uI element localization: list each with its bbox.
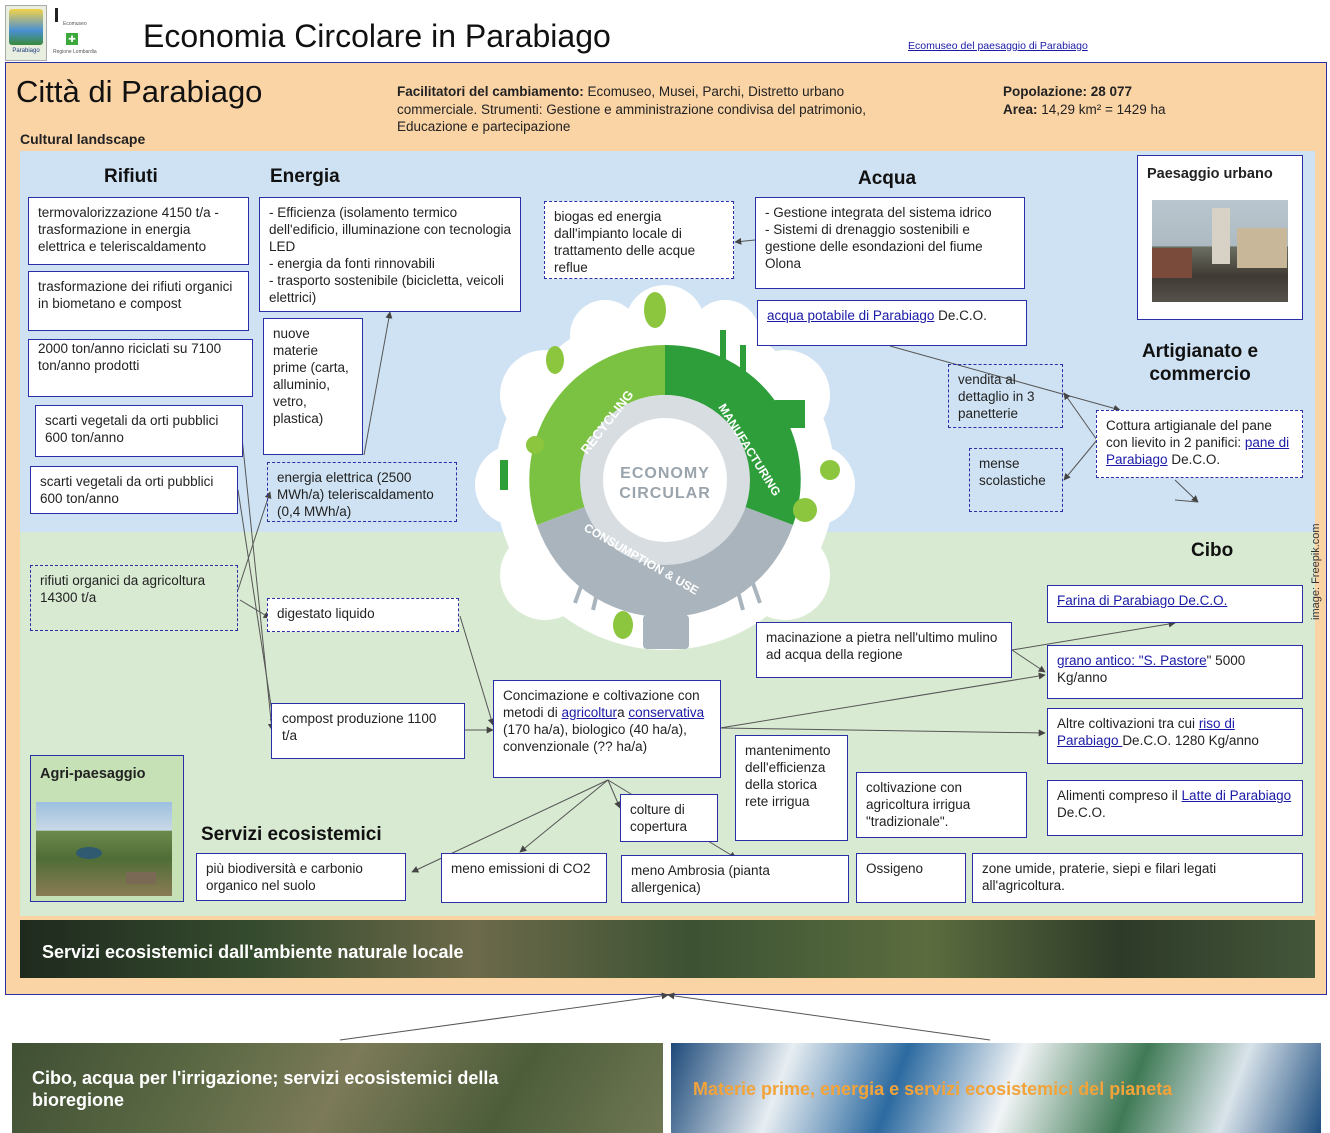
manufacturing-segment xyxy=(665,344,801,525)
agricoltura-link[interactable]: agricoltur xyxy=(561,705,618,720)
box-zone-umide: zone umide, praterie, siepi e filari leg… xyxy=(972,853,1303,903)
section-servizi: Servizi ecosistemici xyxy=(201,824,382,845)
banner-bioregione: Cibo, acqua per l'irrigazione; servizi e… xyxy=(12,1043,663,1133)
box-grano-antico: grano antico: "S. Pastore" 5000 Kg/anno xyxy=(1047,645,1303,699)
box-altre-coltivazioni: Altre coltivazioni tra cui riso di Parab… xyxy=(1047,708,1303,764)
box-biogas: biogas ed energia dall'impianto locale d… xyxy=(544,201,734,279)
recycling-segment xyxy=(529,344,665,525)
image-credit: image: Freepik.com xyxy=(1310,523,1322,620)
banner-pianeta: Materie prime, energia e servizi ecosist… xyxy=(671,1043,1321,1133)
box-riciclati: 2000 ton/anno riciclati su 7100 ton/anno… xyxy=(28,339,253,397)
section-energia: Energia xyxy=(270,166,340,187)
box-farina: Farina di Parabiago De.C.O. xyxy=(1047,585,1303,623)
acqua-potabile-link[interactable]: acqua potabile di Parabiago xyxy=(767,308,935,323)
city-name: Città di Parabiago xyxy=(16,74,263,109)
section-artigianato: Artigianato e commercio xyxy=(1141,341,1259,385)
box-scarti-vegetali-1: scarti vegetali da orti pubblici 600 ton… xyxy=(35,405,243,457)
page-title: Economia Circolare in Parabiago xyxy=(143,18,611,54)
box-rifiuti-agricoltura: rifiuti organici da agricoltura 14300 t/… xyxy=(30,565,238,631)
box-nuove-materie: nuove materie prime (carta, alluminio, v… xyxy=(263,318,363,455)
box-acqua-gestione: - Gestione integrata del sistema idrico … xyxy=(755,197,1025,289)
logo-ecomuseo: Parabiago xyxy=(5,5,47,61)
agri-landscape-photo xyxy=(36,802,172,896)
banner-servizi-locali: Servizi ecosistemici dall'ambiente natur… xyxy=(20,920,1315,978)
box-concimazione: Concimazione e coltivazione con metodi d… xyxy=(493,680,721,778)
box-colture-copertura: colture di copertura xyxy=(620,794,718,842)
wheel-center-line-2: CIRCULAR xyxy=(619,485,711,502)
facilitators: Facilitatori del cambiamento: Ecomuseo, … xyxy=(397,84,866,134)
box-ossigeno: Ossigeno xyxy=(856,853,966,903)
ecomuseo-link[interactable]: Ecomuseo del paesaggio di Parabiago xyxy=(908,40,1088,52)
section-acqua: Acqua xyxy=(858,168,917,189)
urban-landscape-photo xyxy=(1152,200,1288,302)
grano-link[interactable]: grano antico: "S. Pastore xyxy=(1057,653,1207,668)
section-cibo: Cibo xyxy=(1191,540,1234,561)
box-alimenti: Alimenti compreso il Latte di Parabiago … xyxy=(1047,780,1303,836)
latte-link[interactable]: Latte di Parabiago xyxy=(1181,788,1292,803)
conservativa-link[interactable]: conservativa xyxy=(628,705,705,720)
box-macinazione: macinazione a pietra nell'ultimo mulino … xyxy=(756,622,1012,678)
circular-economy-wheel: ECONOMY CIRCULAR RECYCLING MANUFACTURING… xyxy=(475,285,855,650)
box-coltivazione-irrigua: coltivazione con agricoltura irrigua "tr… xyxy=(856,772,1027,838)
box-compost: compost produzione 1100 t/a xyxy=(271,703,465,759)
box-mense: mense scolastiche xyxy=(969,448,1063,512)
box-mantenimento: mantenimento dell'efficienza della stori… xyxy=(735,735,848,841)
box-rifiuti-organici: trasformazione dei rifiuti organici in b… xyxy=(28,271,249,331)
box-emissioni: meno emissioni di CO2 xyxy=(441,853,607,903)
box-energia-elettrica: energia elettrica (2500 MWh/a) telerisca… xyxy=(267,462,457,522)
box-termovalorizzazione: termovalorizzazione 4150 t/a - trasforma… xyxy=(28,197,249,265)
city-stats: Popolazione: 28 077 Area: 14,29 km² = 14… xyxy=(1003,84,1166,117)
logo-regione: Ecomuseo ✚ Regione Lombardia xyxy=(50,5,100,57)
box-biodiversita: più biodiversità e carbonio organico nel… xyxy=(196,853,406,901)
farina-link[interactable]: Farina di Parabiago De.C.O. xyxy=(1057,593,1228,608)
box-acqua-potabile: acqua potabile di Parabiago De.C.O. xyxy=(757,300,1027,346)
pane-parabiago-link[interactable]: pane di Parabiago xyxy=(1106,435,1290,467)
box-ambrosia: meno Ambrosia (pianta allergenica) xyxy=(621,855,849,903)
box-vendita-dettaglio: vendita al dettaglio in 3 panetterie xyxy=(948,364,1063,428)
cultural-landscape-label: Cultural landscape xyxy=(20,131,146,147)
box-energia-efficienza: - Efficienza (isolamento termico dell'ed… xyxy=(259,197,521,312)
box-scarti-vegetali-2: scarti vegetali da orti pubblici 600 ton… xyxy=(30,466,238,514)
wheel-center-line-1: ECONOMY xyxy=(620,465,710,482)
box-cottura-pane: Cottura artigianale del pane con lievito… xyxy=(1096,410,1303,478)
section-rifiuti: Rifiuti xyxy=(104,166,158,187)
box-digestato: digestato liquido xyxy=(267,598,459,632)
riso-link[interactable]: riso di Parabiago xyxy=(1057,716,1235,748)
